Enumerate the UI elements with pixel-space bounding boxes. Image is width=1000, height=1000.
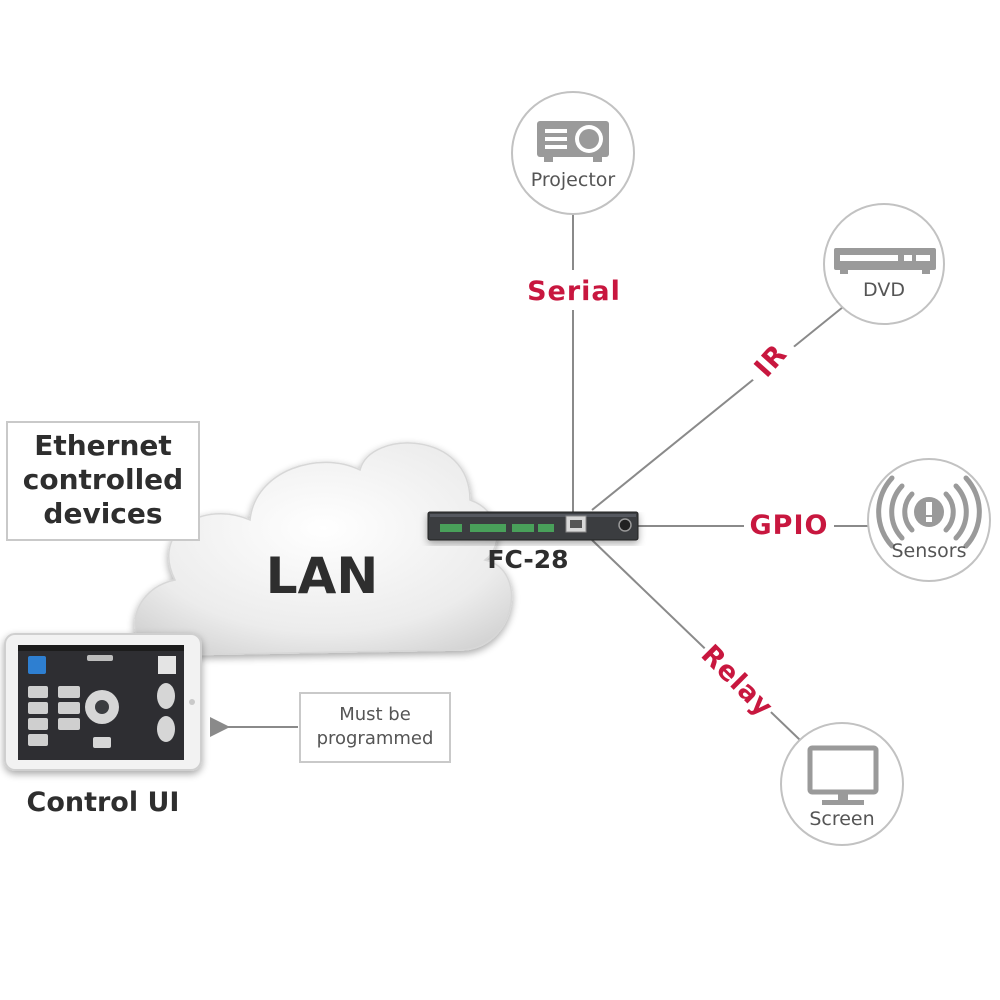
control-ui-label: Control UI	[27, 787, 180, 818]
programmed-note-box: Must be programmed	[299, 692, 451, 763]
fc28-label: FC-28	[487, 545, 568, 574]
dvd-player-icon	[834, 248, 936, 274]
projector-icon	[537, 121, 609, 162]
ethernet-box-line-1: Ethernet	[34, 429, 172, 462]
monitor-icon	[807, 745, 879, 805]
tablet-device	[4, 633, 202, 771]
note-line-1: Must be	[339, 704, 411, 725]
projector-label: Projector	[531, 169, 616, 191]
note-line-2: programmed	[317, 728, 434, 749]
gpio-link-label: GPIO	[750, 510, 829, 541]
dvd-node: DVD	[823, 203, 945, 325]
serial-link-label: Serial	[527, 276, 621, 307]
line-ir	[591, 306, 844, 511]
screen-node: Screen	[780, 722, 904, 846]
ethernet-box-line-2: controlled	[23, 463, 183, 496]
lan-label: LAN	[266, 547, 378, 605]
projector-node: Projector	[511, 91, 635, 215]
sensors-node: Sensors	[867, 458, 991, 582]
terminal-blocks	[440, 524, 554, 532]
sensor-alert-icon	[876, 475, 982, 549]
dvd-label: DVD	[863, 279, 905, 301]
screen-label: Screen	[809, 808, 874, 830]
ethernet-box-line-3: devices	[43, 497, 162, 530]
lan-cloud	[134, 442, 513, 656]
sensors-label: Sensors	[891, 540, 966, 562]
power-connector	[618, 518, 632, 532]
ethernet-devices-box: Ethernet controlled devices	[6, 421, 200, 541]
fc28-device	[427, 511, 639, 541]
